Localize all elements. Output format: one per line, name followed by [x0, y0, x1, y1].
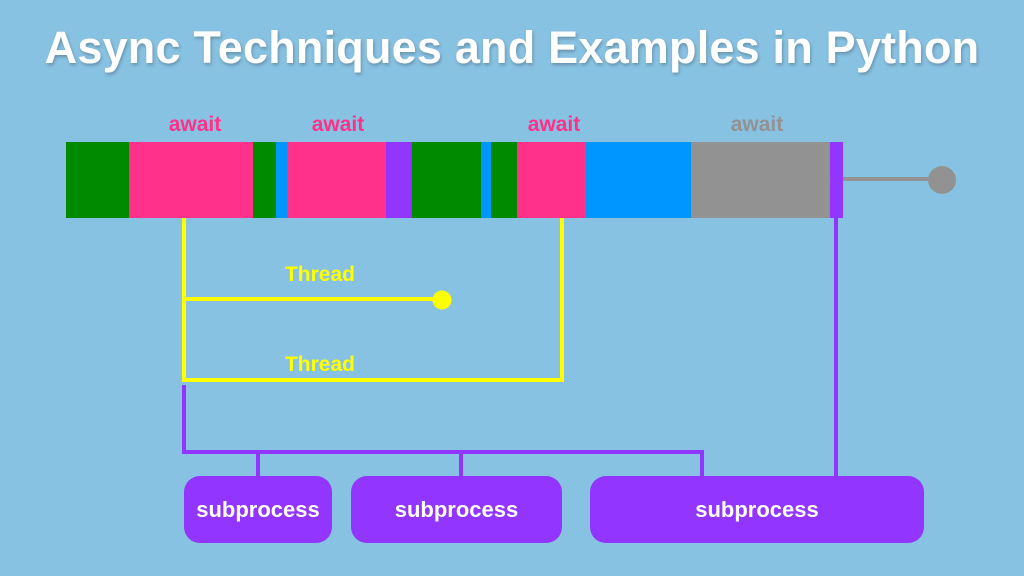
await-label: await	[528, 113, 581, 136]
subprocess-segment	[830, 142, 843, 218]
subprocess-branch-line	[182, 385, 704, 478]
thread-lines	[182, 216, 564, 382]
slide-title: Async Techniques and Examples in Python	[44, 22, 980, 73]
await-segment	[129, 142, 253, 218]
io-segment	[276, 142, 287, 218]
await-label: await	[169, 113, 222, 136]
cpu-segment	[253, 142, 276, 218]
thread-label: Thread	[285, 263, 355, 286]
io-segment	[586, 142, 691, 218]
event-loop-bar	[66, 142, 843, 218]
subprocess-box: subprocess	[351, 476, 562, 543]
subprocess-box: subprocess	[184, 476, 332, 543]
await-label: await	[312, 113, 365, 136]
thread-1-end-dot	[432, 290, 452, 310]
gray-tail-end-dot	[928, 166, 956, 194]
await-segment	[517, 142, 586, 218]
thread-label: Thread	[285, 353, 355, 376]
cpu-segment	[66, 142, 129, 218]
await-segment	[287, 142, 386, 218]
cpu-segment	[412, 142, 481, 218]
await-label: await	[731, 113, 784, 136]
subprocess-connectors	[182, 216, 838, 478]
subprocess-box: subprocess	[590, 476, 924, 543]
cpu-segment	[491, 142, 517, 218]
thread-2-line	[184, 216, 564, 382]
subprocess-segment	[386, 142, 412, 218]
await-gray-segment	[691, 142, 830, 218]
io-segment	[481, 142, 491, 218]
